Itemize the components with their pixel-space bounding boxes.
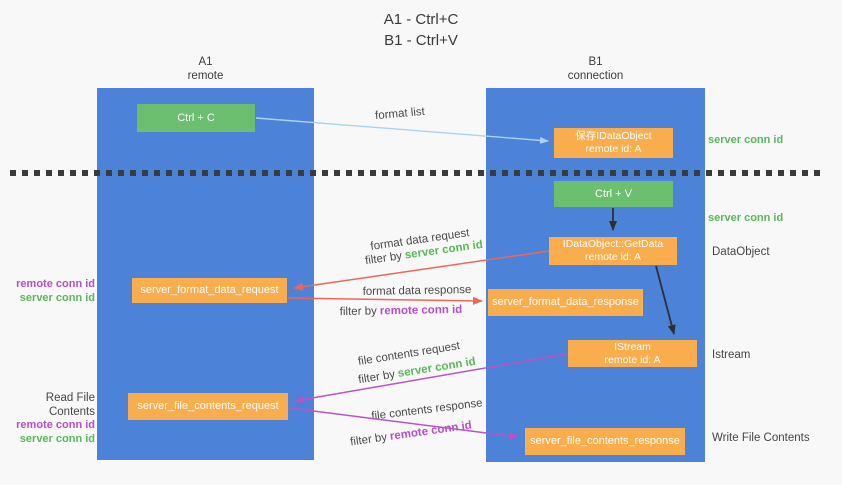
filter-by-text: filter by bbox=[357, 368, 396, 387]
node-file-request-label: server_file_contents_request bbox=[137, 400, 279, 412]
node-save-idataobject-line2: remote id: A bbox=[585, 143, 642, 155]
node-ctrl-c: Ctrl + C bbox=[137, 104, 255, 132]
annotation-read-file-contents: Read File Contents bbox=[45, 392, 95, 418]
annotation-write-file-contents: Write File Contents bbox=[712, 432, 810, 444]
lane-a1-name: A1 bbox=[198, 56, 213, 68]
node-server-file-contents-request: server_file_contents_request bbox=[128, 393, 288, 420]
diagram-title: A1 - Ctrl+C B1 - Ctrl+V bbox=[0, 9, 842, 51]
label-format-data-response: format data response bbox=[362, 284, 472, 298]
node-file-response-label: server_file_contents_response bbox=[530, 435, 680, 447]
node-ctrl-v: Ctrl + V bbox=[554, 181, 673, 207]
annotation-server-conn-id-mid: server conn id bbox=[708, 212, 784, 224]
node-ctrl-v-label: Ctrl + V bbox=[595, 187, 632, 200]
node-istream-line1: IStream bbox=[614, 340, 651, 353]
filter-by-text: filter by bbox=[349, 431, 388, 449]
node-save-idataobject: 保存IDataObject remote id: A bbox=[554, 128, 673, 158]
diagram-title-line2: B1 - Ctrl+V bbox=[384, 32, 458, 49]
annotation-istream: Istream bbox=[712, 349, 751, 361]
node-format-response-label: server_format_data_response bbox=[492, 296, 639, 308]
node-server-format-data-request: server_format_data_request bbox=[132, 278, 287, 303]
annotation-read-file-block: Read File Contents remote conn id server… bbox=[0, 392, 95, 446]
lane-header-b1: B1 connection bbox=[486, 55, 705, 83]
node-server-file-contents-response: server_file_contents_response bbox=[525, 428, 685, 455]
annotation-remote-conn-id-mid: remote conn id bbox=[16, 278, 95, 290]
annotation-conn-ids-mid: remote conn id server conn id bbox=[0, 278, 95, 305]
node-ctrl-c-label: Ctrl + C bbox=[177, 111, 215, 124]
annotation-server-conn-id-top: server conn id bbox=[708, 134, 784, 146]
lane-a1-subtitle: remote bbox=[187, 70, 224, 82]
node-idataobject-getdata: IDataObject::GetData remote id: A bbox=[549, 237, 677, 265]
filter-key-remote-conn-id: remote conn id bbox=[379, 303, 463, 318]
node-getdata-line1: IDataObject::GetData bbox=[562, 238, 664, 250]
annotation-remote-conn-id-bottom: remote conn id bbox=[16, 419, 95, 431]
filter-by-text: filter by bbox=[364, 250, 403, 268]
filter-key-remote-conn-id: remote conn id bbox=[389, 419, 473, 443]
lane-header-a1: A1 remote bbox=[97, 55, 314, 83]
filter-by-text: filter by bbox=[339, 305, 377, 319]
annotation-server-conn-id-left-bottom: server conn id bbox=[19, 432, 95, 445]
lane-b1-subtitle: connection bbox=[567, 70, 624, 82]
machine-separator-dotted-line bbox=[10, 170, 826, 176]
label-format-list: format list bbox=[374, 105, 426, 123]
annotation-server-conn-id-left-mid: server conn id bbox=[19, 291, 95, 304]
diagram-title-line1: A1 - Ctrl+C bbox=[383, 11, 459, 28]
lane-b1-name: B1 bbox=[588, 56, 603, 68]
node-istream-line2: remote id: A bbox=[604, 353, 661, 366]
node-getdata-line2: remote id: A bbox=[584, 251, 642, 263]
node-format-request-label: server_format_data_request bbox=[140, 284, 279, 296]
node-save-idataobject-line1: 保存IDataObject bbox=[575, 130, 652, 142]
node-istream: IStream remote id: A bbox=[568, 340, 697, 367]
node-server-format-data-response: server_format_data_response bbox=[488, 289, 643, 316]
annotation-dataobject: DataObject bbox=[712, 246, 770, 258]
